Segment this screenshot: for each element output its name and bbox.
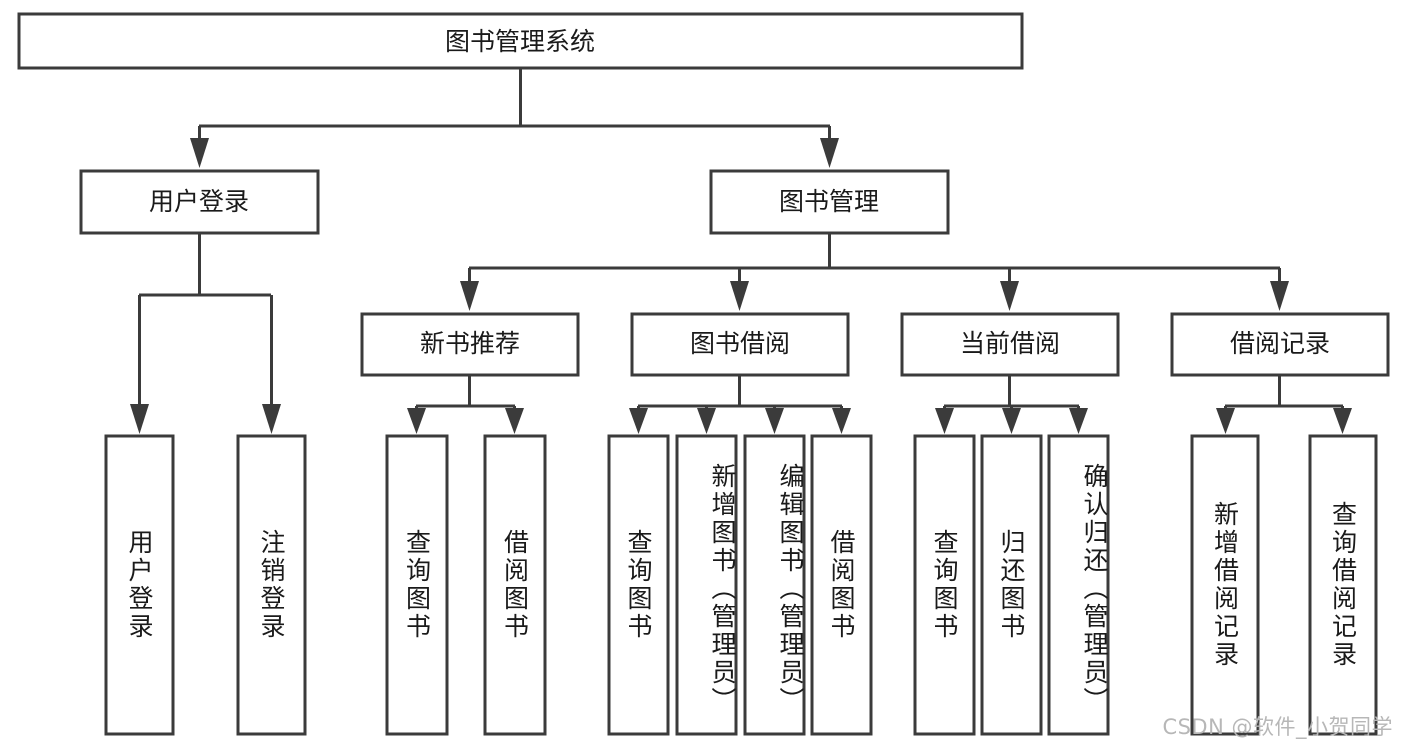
connector-group-new-book xyxy=(407,375,524,434)
arrow-head-current-borrow-leaf-2 xyxy=(1069,408,1088,434)
leaf-boxes-borrow-record xyxy=(1190,434,1378,736)
borrow-record-box[interactable] xyxy=(1170,312,1390,377)
current-borrow-label: 当前借阅 xyxy=(960,329,1060,358)
connector-group-book-mgmt xyxy=(460,233,1289,311)
arrow-head-book-borrow xyxy=(730,281,749,311)
connector-group-borrow-record xyxy=(1216,375,1352,434)
borrow-record-label: 借阅记录 xyxy=(1230,329,1330,358)
leaf-box-book-borrow-3[interactable] xyxy=(810,434,873,736)
arrow-head-book-borrow-leaf-3 xyxy=(832,408,851,434)
arrow-head-book-borrow-leaf-1 xyxy=(697,408,716,434)
leaf-box-user-login-1[interactable] xyxy=(236,434,307,736)
node-new-book-recommend[interactable]: 新书推荐 xyxy=(360,312,580,377)
new-book-recommend-label: 新书推荐 xyxy=(420,329,520,358)
arrow-head-borrow-record xyxy=(1270,281,1289,311)
leaf-box-book-borrow-0[interactable] xyxy=(607,434,670,736)
node-borrow-record[interactable]: 借阅记录 xyxy=(1170,312,1390,377)
leaf-box-borrow-record-0[interactable] xyxy=(1190,434,1260,736)
leaf-box-borrow-record-1[interactable] xyxy=(1308,434,1378,736)
leaf-boxes-book-borrow xyxy=(607,434,873,736)
node-root[interactable]: 图书管理系统 xyxy=(17,12,1024,70)
book-management-label: 图书管理 xyxy=(779,187,879,216)
arrow-head-book-borrow-leaf-0 xyxy=(629,408,648,434)
arrow-head-new-book-leaf-1 xyxy=(505,408,524,434)
leaf-box-current-borrow-2[interactable] xyxy=(1047,434,1110,736)
arrow-head-current-borrow-leaf-0 xyxy=(935,408,954,434)
book-borrow-label: 图书借阅 xyxy=(690,329,790,358)
node-current-borrow[interactable]: 当前借阅 xyxy=(900,312,1120,377)
node-user-login[interactable]: 用户登录 xyxy=(79,169,320,235)
arrow-head-borrow-record-leaf-0 xyxy=(1216,408,1235,434)
arrow-head-user-login xyxy=(190,138,209,168)
current-borrow-box[interactable] xyxy=(900,312,1120,377)
leaf-boxes-user-login xyxy=(104,434,307,736)
arrow-head-borrow-record-leaf-1 xyxy=(1333,408,1352,434)
node-book-management[interactable]: 图书管理 xyxy=(709,169,950,235)
arrow-head-user-login-leaf-0 xyxy=(130,404,149,434)
connector-group-book-borrow xyxy=(629,375,851,434)
user-login-label: 用户登录 xyxy=(149,187,249,216)
root-box[interactable] xyxy=(17,12,1024,70)
book-management-box[interactable] xyxy=(709,169,950,235)
leaf-box-book-borrow-2[interactable] xyxy=(743,434,806,736)
arrow-head-current-borrow-leaf-1 xyxy=(1002,408,1021,434)
leaf-box-book-borrow-1[interactable] xyxy=(675,434,738,736)
connector-group-user-login xyxy=(130,233,281,434)
leaf-boxes-current-borrow xyxy=(913,434,1110,736)
arrow-head-user-login-leaf-1 xyxy=(262,404,281,434)
root-label: 图书管理系统 xyxy=(445,27,595,56)
new-book-recommend-box[interactable] xyxy=(360,312,580,377)
leaf-box-new-book-1[interactable] xyxy=(483,434,547,736)
book-borrow-box[interactable] xyxy=(630,312,850,377)
connector-group-root xyxy=(190,68,839,168)
arrow-head-book-borrow-leaf-2 xyxy=(765,408,784,434)
leaf-box-current-borrow-0[interactable] xyxy=(913,434,976,736)
user-login-box[interactable] xyxy=(79,169,320,235)
arrow-head-book-mgmt xyxy=(820,138,839,168)
connector-group-current-borrow xyxy=(935,375,1088,434)
node-book-borrow[interactable]: 图书借阅 xyxy=(630,312,850,377)
csdn-watermark: CSDN @软件_小贺同学 xyxy=(1162,715,1393,739)
arrow-head-current-borrow xyxy=(1000,281,1019,311)
leaf-box-new-book-0[interactable] xyxy=(385,434,449,736)
arrow-head-new-book xyxy=(460,281,479,311)
leaf-boxes-new-book xyxy=(385,434,547,736)
leaf-box-current-borrow-1[interactable] xyxy=(980,434,1043,736)
arrow-head-new-book-leaf-0 xyxy=(407,408,426,434)
leaf-box-user-login-0[interactable] xyxy=(104,434,175,736)
